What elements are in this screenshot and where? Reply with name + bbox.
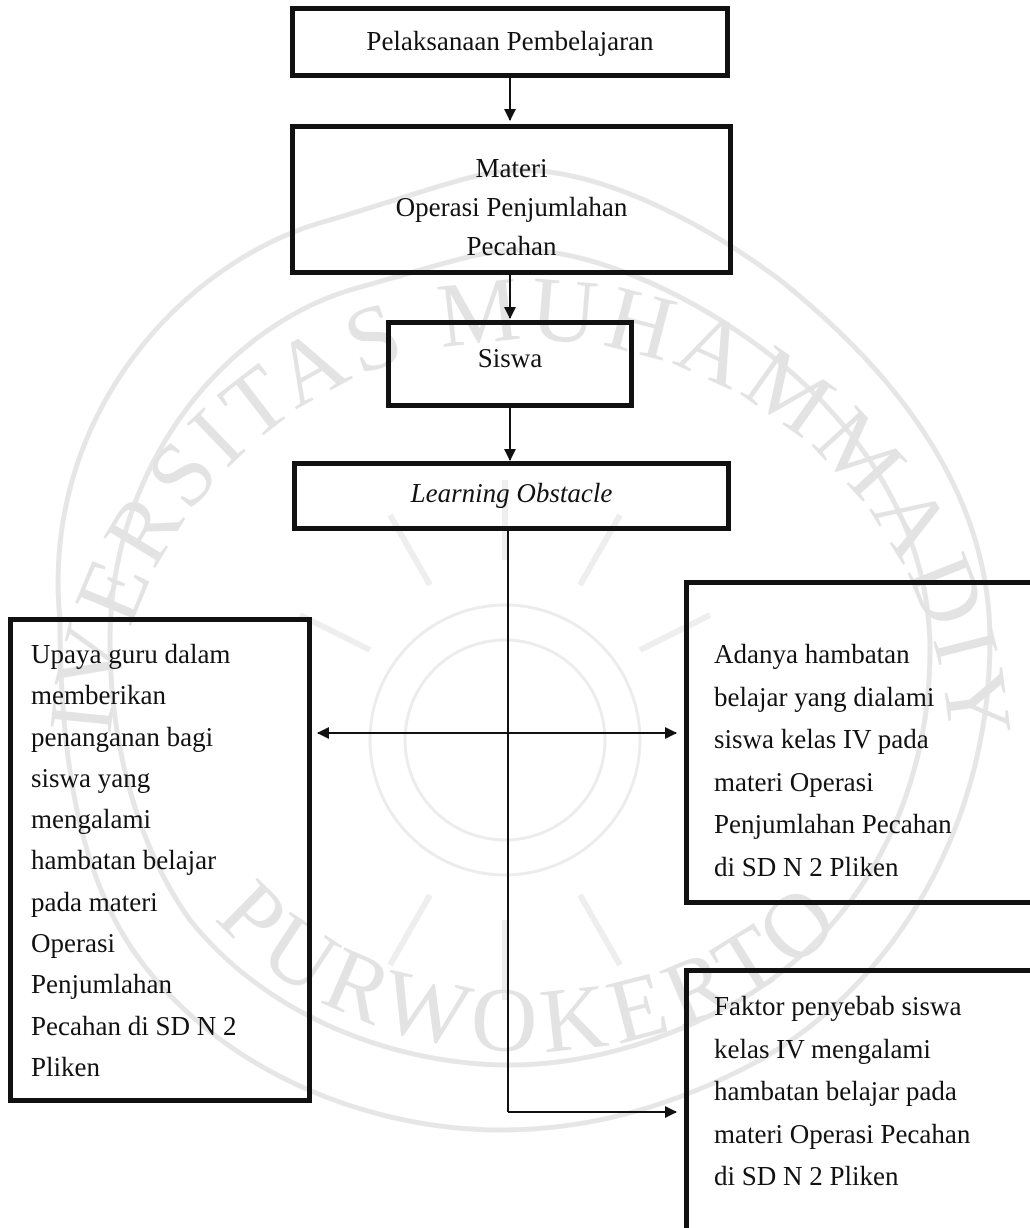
box-siswa-label: Siswa [477, 343, 543, 373]
box-upaya-guru-line: hambatan belajar [31, 845, 217, 876]
box-learning-obstacle-label: Learning Obstacle [410, 478, 613, 508]
box-adanya-hambatan: Adanya hambatan belajar yang dialami sis… [684, 580, 1030, 905]
box-upaya-guru-line: memberikan [31, 680, 166, 711]
box-materi-line: Materi [475, 153, 548, 183]
box-adanya-hambatan-line: Adanya hambatan [714, 639, 910, 669]
box-pelaksanaan-pembelajaran: Pelaksanaan Pembelajaran [290, 6, 730, 78]
box-faktor-penyebab: Faktor penyebab siswa kelas IV mengalami… [684, 968, 1030, 1228]
box-upaya-guru-line: Pecahan di SD N 2 [31, 1010, 237, 1041]
box-upaya-guru-line: siswa yang [31, 762, 151, 793]
box-faktor-penyebab-line: kelas IV mengalami [714, 1033, 931, 1064]
box-siswa: Siswa [386, 320, 634, 408]
box-faktor-penyebab-line: hambatan belajar pada [714, 1076, 957, 1106]
box-materi: Materi Operasi Penjumlahan Pecahan [290, 124, 733, 275]
box-upaya-guru-line: penanganan bagi [31, 721, 214, 752]
box-adanya-hambatan-line: materi Operasi [714, 766, 874, 797]
box-adanya-hambatan-line: belajar yang dialami [714, 681, 935, 712]
box-upaya-guru-line: pada materi [31, 886, 158, 917]
box-adanya-hambatan-line: Penjumlahan Pecahan [714, 809, 952, 839]
box-pelaksanaan-label: Pelaksanaan Pembelajaran [366, 26, 654, 56]
box-learning-obstacle: Learning Obstacle [292, 461, 731, 531]
box-faktor-penyebab-line: materi Operasi Pecahan [714, 1118, 971, 1149]
box-materi-line: Operasi Penjumlahan [395, 192, 628, 222]
box-faktor-penyebab-line: Faktor penyebab siswa [714, 991, 962, 1021]
box-upaya-guru-line: mengalami [31, 804, 151, 835]
box-upaya-guru-line: Penjumlahan [31, 969, 172, 1000]
box-upaya-guru-line: Upaya guru dalam [31, 639, 231, 669]
box-materi-line: Pecahan [466, 231, 557, 261]
box-upaya-guru-line: Pliken [31, 1051, 101, 1082]
box-adanya-hambatan-line: siswa kelas IV pada [714, 724, 929, 754]
box-upaya-guru-line: Operasi [31, 928, 115, 959]
box-adanya-hambatan-line: di SD N 2 Pliken [714, 851, 899, 882]
box-faktor-penyebab-line: di SD N 2 Pliken [714, 1161, 899, 1191]
box-upaya-guru: Upaya guru dalam memberikan penanganan b… [8, 617, 312, 1103]
